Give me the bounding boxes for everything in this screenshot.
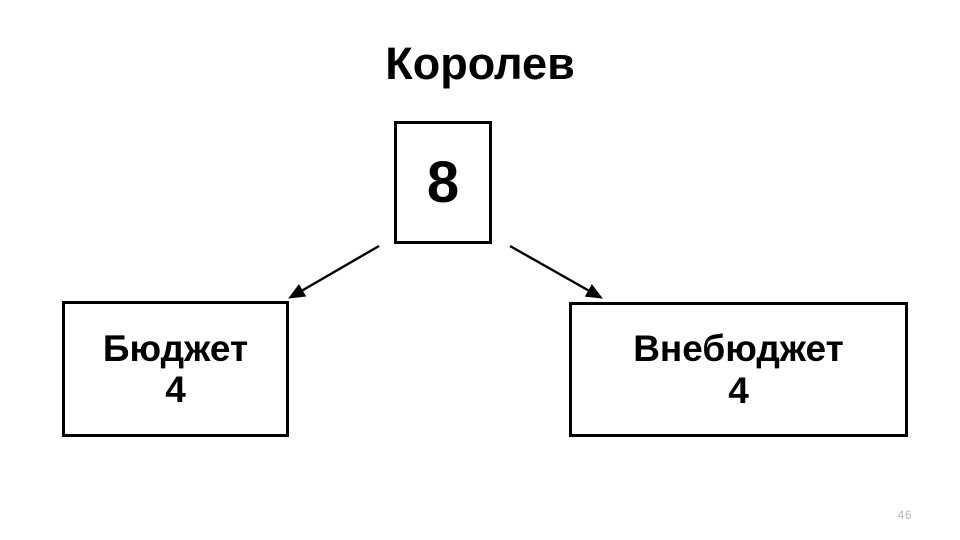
node-extrabudget: Внебюджет 4 [569,302,908,437]
node-budget-count: 4 [165,369,186,410]
page-number: 46 [897,508,912,522]
node-extrabudget-label: Внебюджет [633,328,844,370]
page-title: Королев [385,38,575,89]
node-extrabudget-count: 4 [728,369,749,411]
node-total-value: 8 [426,149,460,215]
node-total: 8 [394,121,492,244]
node-budget: Бюджет 4 [62,301,289,437]
arrow-to-right-node [509,244,603,299]
arrow-to-left-node [288,244,380,299]
node-budget-label: Бюджет [102,327,249,369]
